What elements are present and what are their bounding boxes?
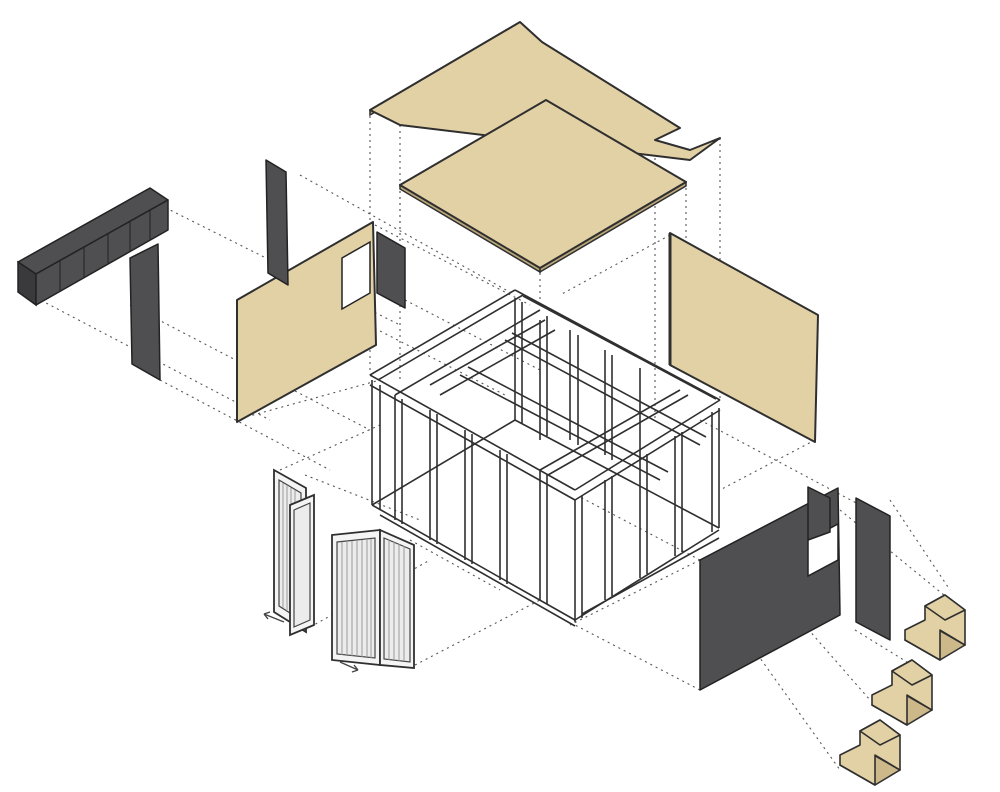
plywood-step-top xyxy=(904,594,966,661)
folding-door-double xyxy=(331,528,415,669)
plywood-step-middle xyxy=(871,659,933,726)
door-arrows xyxy=(263,611,359,673)
dark-side-panel-right xyxy=(855,497,891,641)
right-plywood-wall xyxy=(668,232,819,443)
dark-post-panel-tall xyxy=(265,159,289,286)
folding-door-single xyxy=(273,468,315,637)
small-dark-side-panel xyxy=(376,231,406,309)
timber-frame xyxy=(369,289,721,627)
left-plywood-wall-with-window xyxy=(236,221,377,423)
dark-post-panel-left xyxy=(129,243,161,381)
plywood-step-bottom xyxy=(839,719,901,786)
dark-front-wall-with-window xyxy=(699,486,841,691)
dark-shelf-unit xyxy=(17,187,169,307)
ceiling-panel xyxy=(399,99,687,274)
